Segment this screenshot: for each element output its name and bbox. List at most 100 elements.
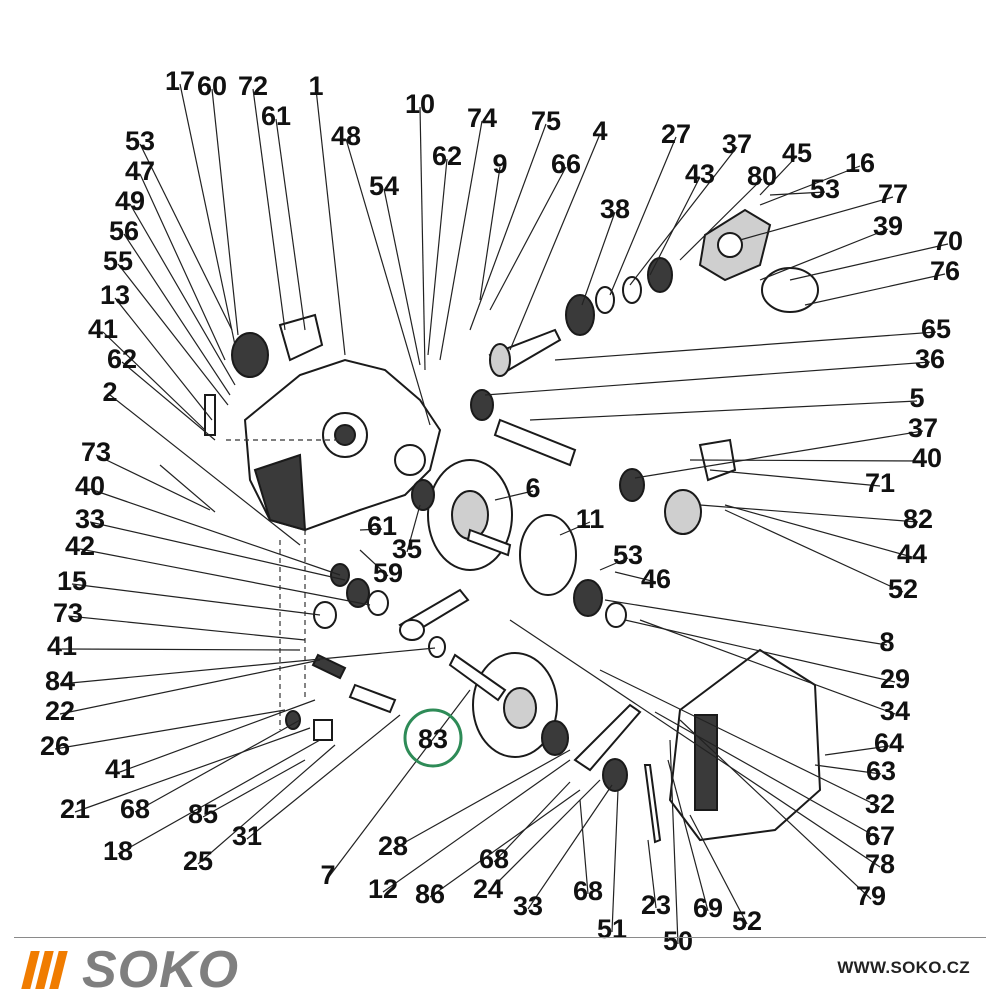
- leader-line-40: [689, 459, 928, 462]
- part-label-50: 50: [663, 926, 693, 956]
- part-label-36: 36: [915, 344, 945, 374]
- leader-line-25: [197, 744, 336, 865]
- leader-line-51: [611, 789, 619, 933]
- leader-line-18: [117, 739, 321, 855]
- leader-line-49: [129, 203, 236, 386]
- leader-line-55: [117, 263, 229, 406]
- leader-line-29: [624, 619, 896, 683]
- drawing-parts: [159, 208, 822, 844]
- gear-6-shaft: [466, 528, 512, 557]
- part-label-60: 60: [197, 71, 227, 101]
- leader-line-24: [487, 779, 601, 893]
- part-label-41: 41: [88, 314, 118, 344]
- bearing-33: [602, 758, 628, 792]
- part-label-7: 7: [320, 860, 335, 890]
- part-label-62: 62: [107, 344, 137, 374]
- leader-line-77: [739, 196, 894, 241]
- part-label-52: 52: [888, 574, 918, 604]
- linkage-rod: [159, 464, 216, 513]
- part-label-80: 80: [747, 161, 777, 191]
- bearing-35: [411, 479, 435, 511]
- leader-line-38: [581, 211, 616, 306]
- part-label-74: 74: [467, 103, 497, 133]
- bearing-36: [470, 389, 494, 421]
- leader-line-64: [824, 745, 890, 756]
- leader-line-72: [252, 88, 286, 331]
- leader-line-56: [123, 233, 231, 396]
- leader-line-69: [667, 759, 709, 912]
- leader-line-46: [614, 571, 657, 583]
- shift-fork: [573, 703, 642, 772]
- leader-line-61: [359, 528, 383, 531]
- part-label-9: 9: [492, 149, 507, 179]
- part-label-53: 53: [613, 540, 643, 570]
- leader-line-67: [654, 711, 881, 840]
- leader-line-11: [559, 521, 591, 536]
- part-label-39: 39: [873, 211, 903, 241]
- leader-line-33: [89, 521, 346, 581]
- leader-line-70: [789, 243, 949, 281]
- leader-line-66: [489, 166, 567, 311]
- pin-23: [643, 764, 662, 844]
- leader-line-73: [95, 454, 211, 511]
- part-label-52: 52: [732, 906, 762, 936]
- gear-8: [573, 579, 603, 617]
- gear-38: [565, 294, 595, 336]
- leader-line-73: [67, 615, 306, 641]
- part-label-32: 32: [865, 789, 895, 819]
- leader-line-53: [769, 191, 826, 196]
- part-label-25: 25: [183, 846, 213, 876]
- part-label-65: 65: [921, 314, 951, 344]
- part-label-73: 73: [53, 598, 83, 628]
- leader-line-33: [527, 784, 613, 910]
- part-label-26: 26: [40, 731, 70, 761]
- part-label-31: 31: [232, 821, 262, 851]
- leader-line-41: [61, 648, 301, 651]
- leader-line-52: [724, 509, 904, 593]
- highlight-callout: 83: [403, 708, 463, 768]
- part-label-70: 70: [933, 226, 963, 256]
- highlight-ring: [403, 708, 463, 768]
- leader-line-13: [114, 297, 213, 421]
- leader-line-34: [639, 619, 896, 715]
- ring-43: [622, 276, 642, 304]
- part-label-84: 84: [45, 666, 75, 696]
- part-label-75: 75: [531, 106, 561, 136]
- countershaft: [493, 418, 577, 467]
- leader-line-1: [315, 88, 346, 356]
- leader-line-68: [493, 781, 571, 863]
- gear-7-hub: [503, 687, 537, 729]
- leader-line-17: [179, 83, 236, 346]
- part-label-43: 43: [685, 159, 715, 189]
- lever-arm: [348, 683, 397, 714]
- part-label-54: 54: [369, 171, 399, 201]
- gear-7-shaft: [448, 653, 507, 702]
- part-label-48: 48: [331, 121, 361, 151]
- part-label-86: 86: [415, 879, 445, 909]
- part-label-82: 82: [903, 504, 933, 534]
- part-label-17: 17: [165, 66, 195, 96]
- part-label-68: 68: [479, 844, 509, 874]
- ring-27: [595, 286, 615, 314]
- part-label-56: 56: [109, 216, 139, 246]
- leader-line-80: [679, 178, 763, 261]
- leader-line-48: [345, 138, 431, 426]
- leader-line-62: [121, 361, 216, 441]
- leader-line-27: [609, 136, 677, 296]
- part-label-67: 67: [865, 821, 895, 851]
- part-label-47: 47: [125, 156, 155, 186]
- part-label-49: 49: [115, 186, 145, 216]
- leader-line-39: [759, 228, 889, 281]
- part-label-12: 12: [368, 874, 398, 904]
- leader-line-22: [59, 659, 321, 715]
- leader-line-65: [554, 331, 937, 361]
- part-label-10: 10: [405, 89, 435, 119]
- part-label-78: 78: [865, 849, 895, 879]
- leader-line-41: [102, 331, 206, 431]
- ring-84: [428, 636, 446, 658]
- leader-line-10: [419, 106, 426, 371]
- part-label-66: 66: [551, 149, 581, 179]
- part-label-59: 59: [373, 558, 403, 588]
- leader-line-76: [804, 273, 946, 306]
